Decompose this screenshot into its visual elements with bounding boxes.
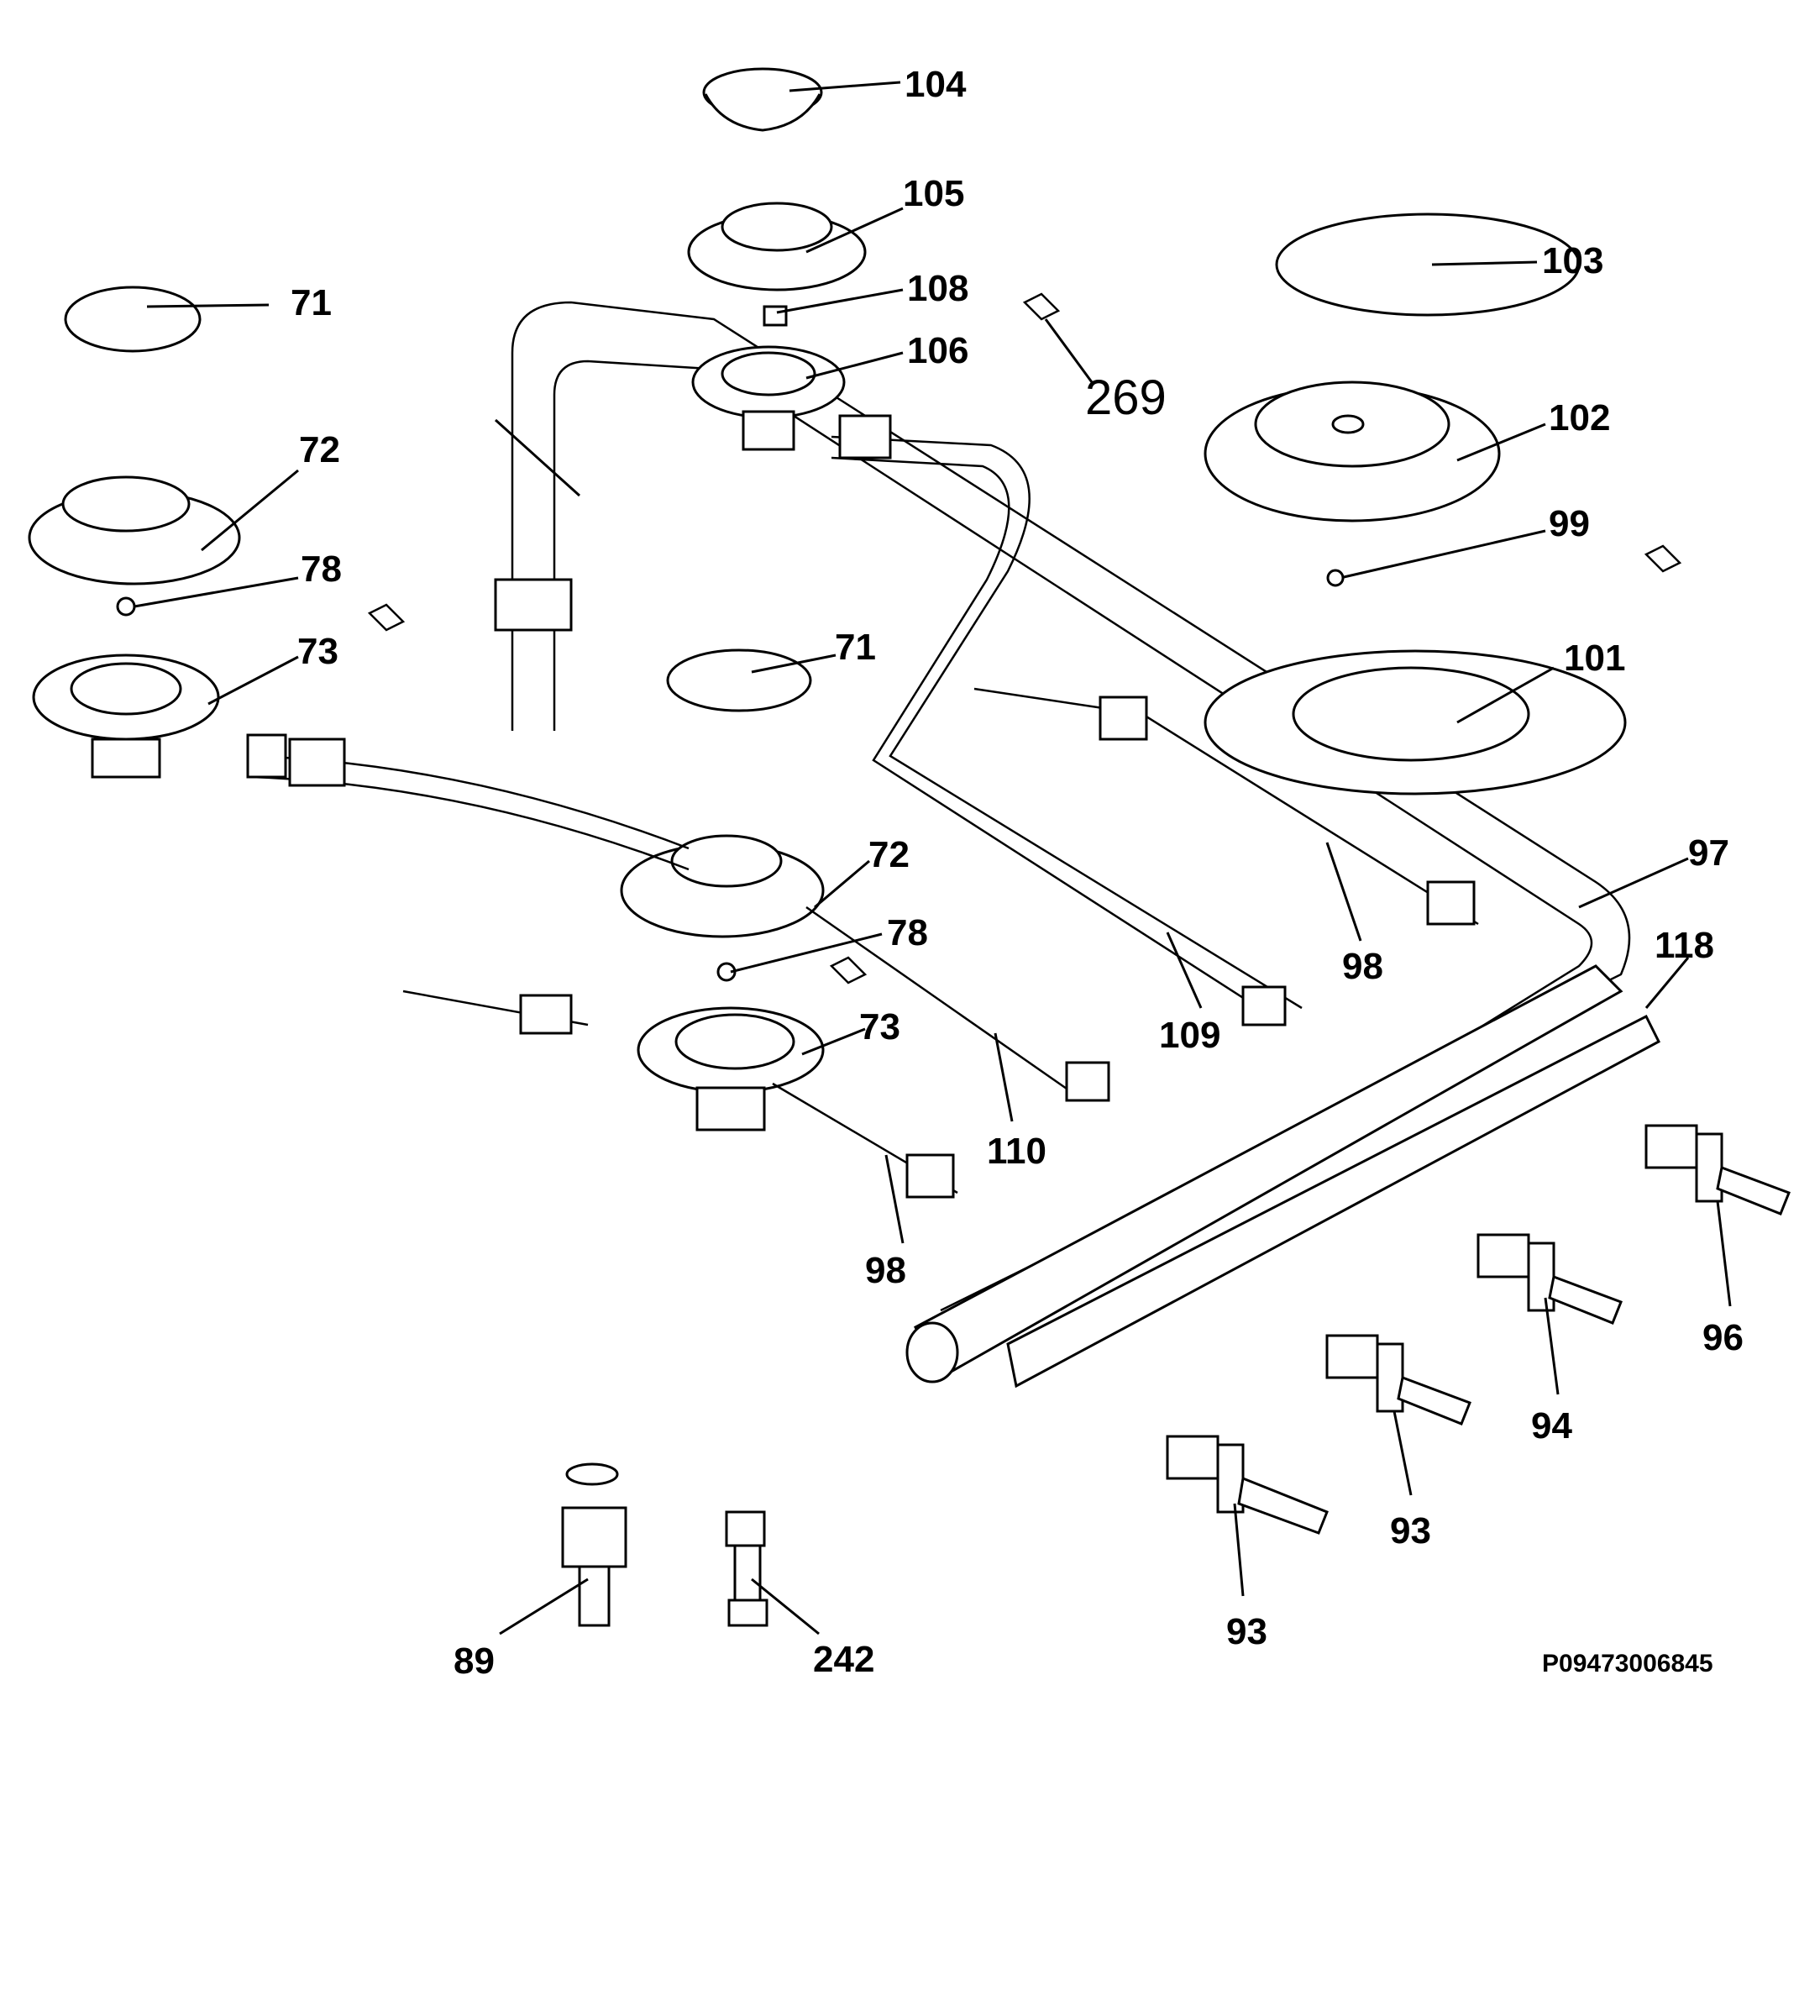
burner-base-73-left (32, 654, 220, 779)
label-103: 103 (1542, 240, 1603, 281)
gas-tap-93-lower (1166, 1435, 1329, 1535)
screw-78-left (116, 596, 136, 617)
reference-marker-icons (367, 292, 1682, 984)
label-118: 118 (1655, 925, 1714, 966)
screw-99 (1326, 569, 1345, 587)
gas-tap-93-upper (1325, 1334, 1471, 1425)
burner-crown-72-left (28, 475, 241, 585)
label-93-upper: 93 (1390, 1510, 1431, 1551)
leader-lines (134, 81, 1732, 1635)
label-73-center: 73 (859, 1006, 900, 1047)
label-71-center: 71 (835, 627, 876, 668)
drawing-reference-code: P09473006845 (1542, 1650, 1713, 1677)
gas-supply-pipe (494, 301, 1631, 1354)
label-242: 242 (813, 1639, 874, 1680)
label-105: 105 (903, 173, 964, 214)
burner-base-73-center (637, 1006, 825, 1131)
gas-inlet-fitting-89 (561, 1462, 627, 1627)
manifold-rail (905, 964, 1660, 1389)
feed-pipes (246, 414, 1479, 1199)
burner-crown-72-center (620, 834, 825, 938)
label-78-left: 78 (301, 549, 342, 590)
label-101: 101 (1564, 638, 1625, 679)
burner-cap-103 (1275, 213, 1581, 317)
burner-cap-71-left (64, 286, 202, 353)
label-72-center: 72 (868, 834, 910, 875)
label-102: 102 (1549, 397, 1610, 438)
label-106: 106 (907, 330, 968, 371)
label-96: 96 (1702, 1317, 1744, 1358)
burner-cap-104 (702, 67, 823, 132)
label-98-left: 98 (865, 1250, 906, 1291)
label-97: 97 (1688, 832, 1729, 874)
label-73-left: 73 (297, 631, 338, 672)
burner-crown-105 (687, 202, 867, 291)
gas-inlet-fitting-242 (725, 1510, 768, 1627)
burner-crown-102 (1204, 381, 1501, 522)
label-269: 269 (1085, 370, 1167, 425)
gas-tap-96 (1644, 1124, 1791, 1215)
label-98-right: 98 (1342, 946, 1383, 987)
label-78-center: 78 (887, 912, 928, 953)
label-93-lower: 93 (1226, 1611, 1267, 1652)
label-108: 108 (907, 268, 968, 309)
label-110: 110 (987, 1131, 1046, 1172)
label-71-left: 71 (291, 282, 332, 323)
label-104: 104 (905, 64, 967, 105)
label-72-left: 72 (299, 429, 340, 470)
label-109: 109 (1159, 1015, 1220, 1056)
burner-cap-71-center (666, 648, 812, 712)
injector-108 (763, 305, 788, 327)
gas-tap-94 (1476, 1233, 1623, 1325)
label-89: 89 (454, 1641, 495, 1682)
label-94: 94 (1531, 1405, 1572, 1446)
burner-base-106 (691, 345, 846, 451)
label-99: 99 (1549, 503, 1590, 544)
burner-base-101 (1204, 649, 1627, 795)
